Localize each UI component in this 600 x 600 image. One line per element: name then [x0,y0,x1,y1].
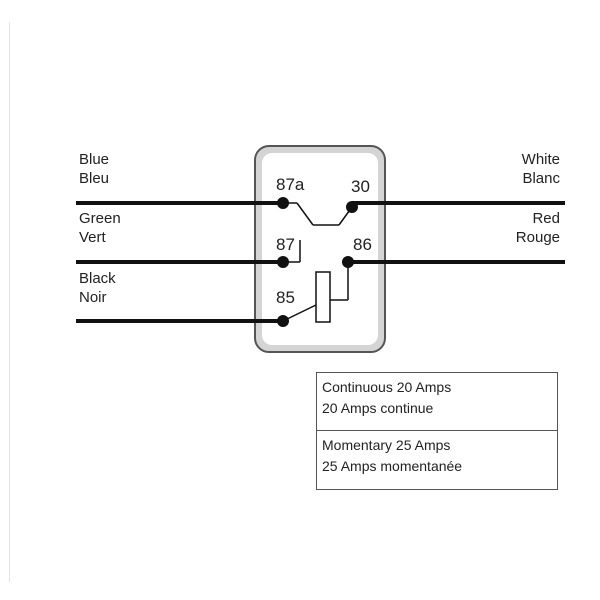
pin-label-30: 30 [351,177,370,196]
wire-label-white-fr: Blanc [522,170,560,187]
wire-label-white-en: White [521,151,560,168]
amp-rating-table: Continuous 20 Amps 20 Amps continue Mome… [316,372,558,490]
wire-label-black-fr: Noir [79,289,107,306]
pin-label-86: 86 [353,235,372,254]
wire-label-green: Green Vert [79,209,121,247]
rating-momentary-fr: 25 Amps momentanée [322,458,463,474]
rating-momentary-en: Momentary 25 Amps [322,437,451,453]
coil-lead-85 [282,304,317,322]
rating-continuous-en: Continuous 20 Amps [322,379,452,395]
wire-label-blue-en: Blue [79,151,110,168]
page-edge-rule [9,22,10,582]
wire-label-red-fr: Rouge [515,229,560,246]
terminal-86 [342,256,354,268]
terminal-30 [346,201,358,213]
rating-continuous-fr: 20 Amps continue [322,400,434,416]
wire-label-white: White Blanc [522,150,560,188]
terminal-87a [277,197,289,209]
terminal-85 [277,315,289,327]
rating-momentary: Momentary 25 Amps 25 Amps momentanée [317,431,557,489]
relay-coil [315,271,331,323]
terminal-87 [277,256,289,268]
rating-continuous: Continuous 20 Amps 20 Amps continue [317,373,557,431]
switch-arm [296,202,314,226]
pin-label-85: 85 [276,288,295,307]
wire-label-blue: Blue Bleu [79,150,109,188]
wire-label-black: Black Noir [79,269,116,307]
wire-label-green-fr: Vert [79,229,106,246]
pin-label-87a: 87a [276,175,305,194]
relay-face [262,153,378,345]
wire-label-black-en: Black [79,270,116,287]
pin-label-87: 87 [276,235,295,254]
wire-label-blue-fr: Bleu [79,170,110,187]
wire-label-green-en: Green [79,210,121,227]
wire-label-red: Red Rouge [516,209,560,247]
wire-label-red-en: Red [532,210,560,227]
